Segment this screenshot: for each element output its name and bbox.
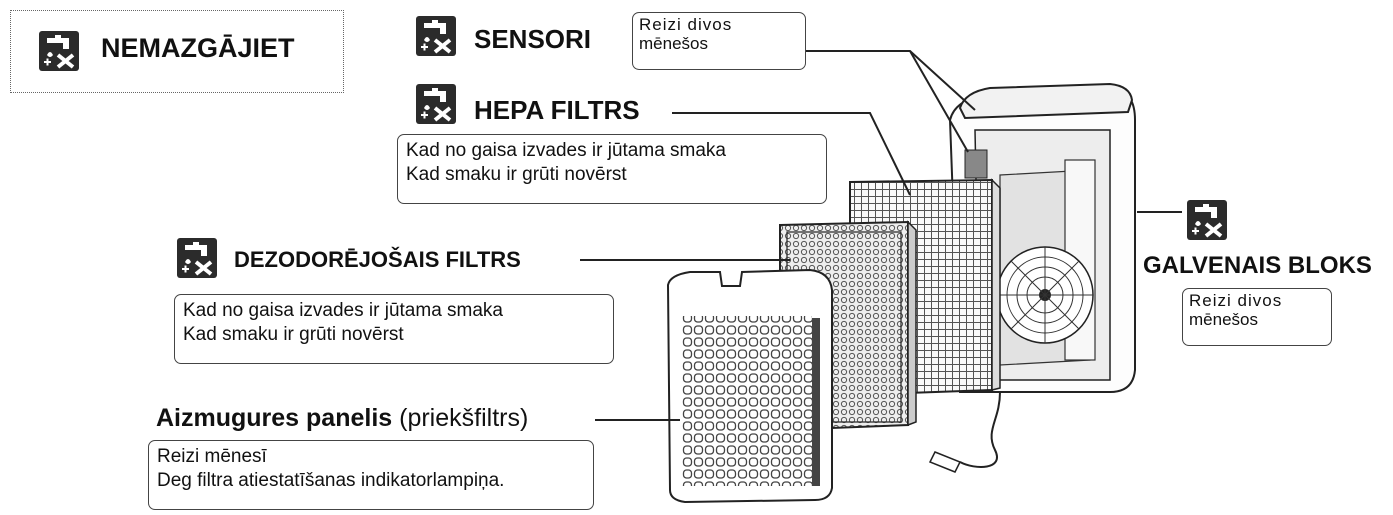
deodorizing-no-wash-icon	[177, 238, 217, 278]
legend-box: NEMAZGĀJIET	[10, 10, 344, 93]
sensors-note-line2: mēnešos	[639, 34, 708, 53]
hepa-title: HEPA FILTRS	[474, 95, 640, 125]
deodorizing-title: DEZODORĒJOŠAIS FILTRS	[234, 247, 521, 272]
main-unit-no-wash-icon	[1187, 200, 1227, 240]
back-panel-note-line1: Reizi mēnesī	[157, 446, 267, 467]
sensors-note: Reizi divos mēnešos	[632, 12, 806, 70]
back-panel-note: Reizi mēnesī Deg filtra atiestatīšanas i…	[148, 440, 594, 510]
back-panel	[666, 268, 833, 504]
sensors-no-wash-icon	[416, 16, 456, 56]
deodorizing-note-line1: Kad no gaisa izvades ir jūtama smaka	[183, 300, 503, 321]
back-panel-note-line2: Deg filtra atiestatīšanas indikatorlampi…	[157, 470, 505, 491]
deodorizing-note-line2: Kad smaku ir grūti novērst	[183, 324, 404, 345]
hepa-note: Kad no gaisa izvades ir jūtama smaka Kad…	[397, 134, 827, 204]
main-unit-note-line1: Reizi divos	[1189, 291, 1283, 310]
back-panel-title-bold: Aizmugures panelis	[156, 404, 393, 432]
main-unit-note-line2: mēnešos	[1189, 310, 1258, 329]
hepa-note-line1: Kad no gaisa izvades ir jūtama smaka	[406, 140, 726, 161]
sensors-note-line1: Reizi divos	[639, 15, 733, 34]
back-panel-title: Aizmugures panelis (priekšfiltrs)	[156, 404, 528, 433]
no-wash-icon	[39, 31, 79, 71]
hepa-note-line2: Kad smaku ir grūti novērst	[406, 164, 627, 185]
sensors-title: SENSORI	[474, 24, 592, 54]
main-unit-note: Reizi divos mēnešos	[1182, 288, 1332, 346]
legend-label: NEMAZGĀJIET	[101, 33, 295, 63]
main-unit-title: GALVENAIS BLOKS	[1143, 252, 1372, 279]
leader-lines	[580, 50, 1182, 421]
back-panel-title-normal: (priekšfiltrs)	[399, 404, 529, 432]
hepa-no-wash-icon	[416, 84, 456, 124]
deodorizing-note: Kad no gaisa izvades ir jūtama smaka Kad…	[174, 294, 614, 364]
fan-grille	[996, 246, 1094, 344]
